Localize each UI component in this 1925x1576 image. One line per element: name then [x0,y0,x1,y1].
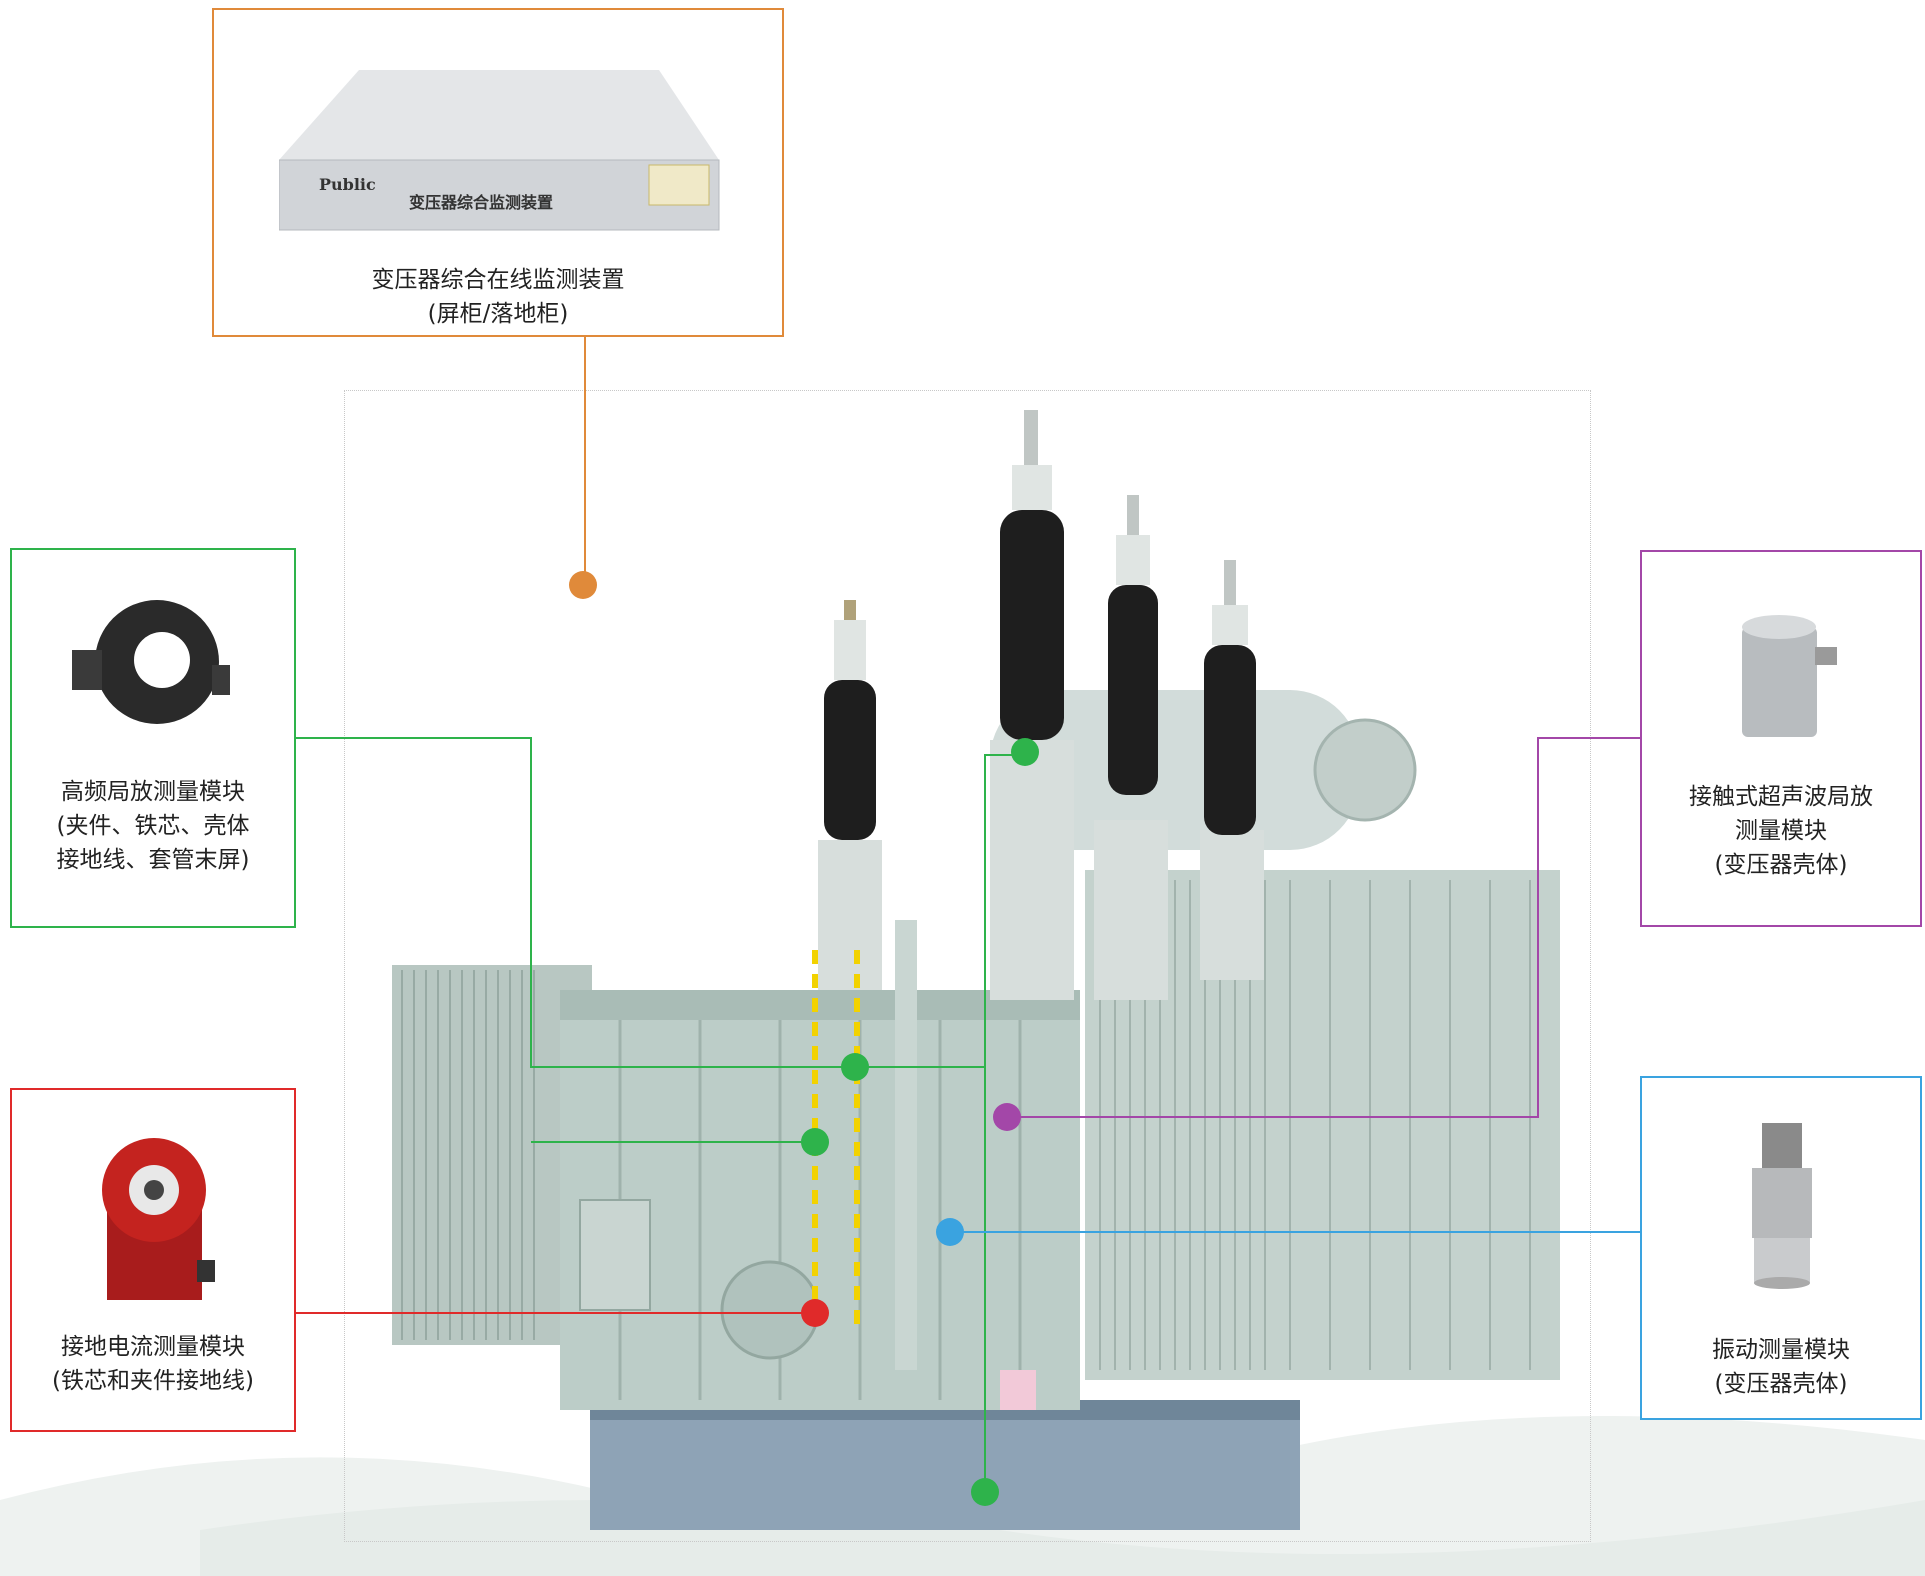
vibration-line2: (变压器壳体) [1714,1371,1848,1397]
vibration-module-card: 振动测量模块 (变压器壳体) [1640,1076,1922,1420]
vibration-sensor-image [1752,1123,1812,1289]
hfpd-dot-clamp [841,1053,869,1081]
hfpd-line3: 接地线、套管末屏) [56,847,250,873]
bushing-4 [1200,560,1264,980]
hfct-sensor-image [72,600,230,724]
ground-line1: 接地电流测量模块 [61,1334,245,1360]
ground-dot [801,1299,829,1327]
ground-caption: 接地电流测量模块 (铁芯和夹件接地线) [12,1330,294,1398]
bushing-2 [990,410,1074,1000]
hfpd-dot-shell [971,1478,999,1506]
left-radiator [392,965,592,1345]
device-brand: Public [319,175,376,194]
ultrasonic-dot [993,1103,1021,1131]
device-caption-line1: 变压器综合在线监测装置 [371,267,625,293]
hfpd-line1: 高频局放测量模块 [61,779,245,805]
hfpd-dot-bushing [1011,738,1039,766]
transformer-frame [344,390,1591,1542]
vibration-dot [936,1218,964,1246]
hfpd-line2: (夹件、铁芯、壳体 [56,813,250,839]
vibration-caption: 振动测量模块 (变压器壳体) [1642,1333,1920,1401]
monitoring-device-card: Public 变压器综合监测装置 变压器综合在线监测装置 (屏柜/落地柜) [212,8,784,337]
bushing-1 [818,600,882,990]
transformer-illustration [392,410,1560,1530]
ground-line2: (铁芯和夹件接地线) [52,1368,254,1394]
ultrasonic-line2: 测量模块 [1735,818,1827,844]
ultrasonic-line1: 接触式超声波局放 [1689,784,1873,810]
device-front-label: 变压器综合监测装置 [409,193,553,212]
ultrasonic-caption: 接触式超声波局放 测量模块 (变压器壳体) [1642,780,1920,882]
bushing-3 [1094,495,1168,1000]
vibration-line1: 振动测量模块 [1712,1337,1850,1363]
hfpd-module-card: 高频局放测量模块 (夹件、铁芯、壳体 接地线、套管末屏) [10,548,296,928]
ultrasonic-sensor-image [1742,615,1837,737]
device-caption: 变压器综合在线监测装置 (屏柜/落地柜) [214,263,782,331]
hfpd-caption: 高频局放测量模块 (夹件、铁芯、壳体 接地线、套管末屏) [12,775,294,877]
device-dot [569,571,597,599]
device-caption-line2: (屏柜/落地柜) [427,301,569,327]
monitoring-device-image: Public 变压器综合监测装置 [279,70,720,231]
ground-current-module-card: 接地电流测量模块 (铁芯和夹件接地线) [10,1088,296,1432]
hfpd-dot-core [801,1128,829,1156]
ground-current-sensor-image [102,1138,215,1300]
ultrasonic-line3: (变压器壳体) [1714,852,1848,878]
ultrasonic-module-card: 接触式超声波局放 测量模块 (变压器壳体) [1640,550,1922,927]
